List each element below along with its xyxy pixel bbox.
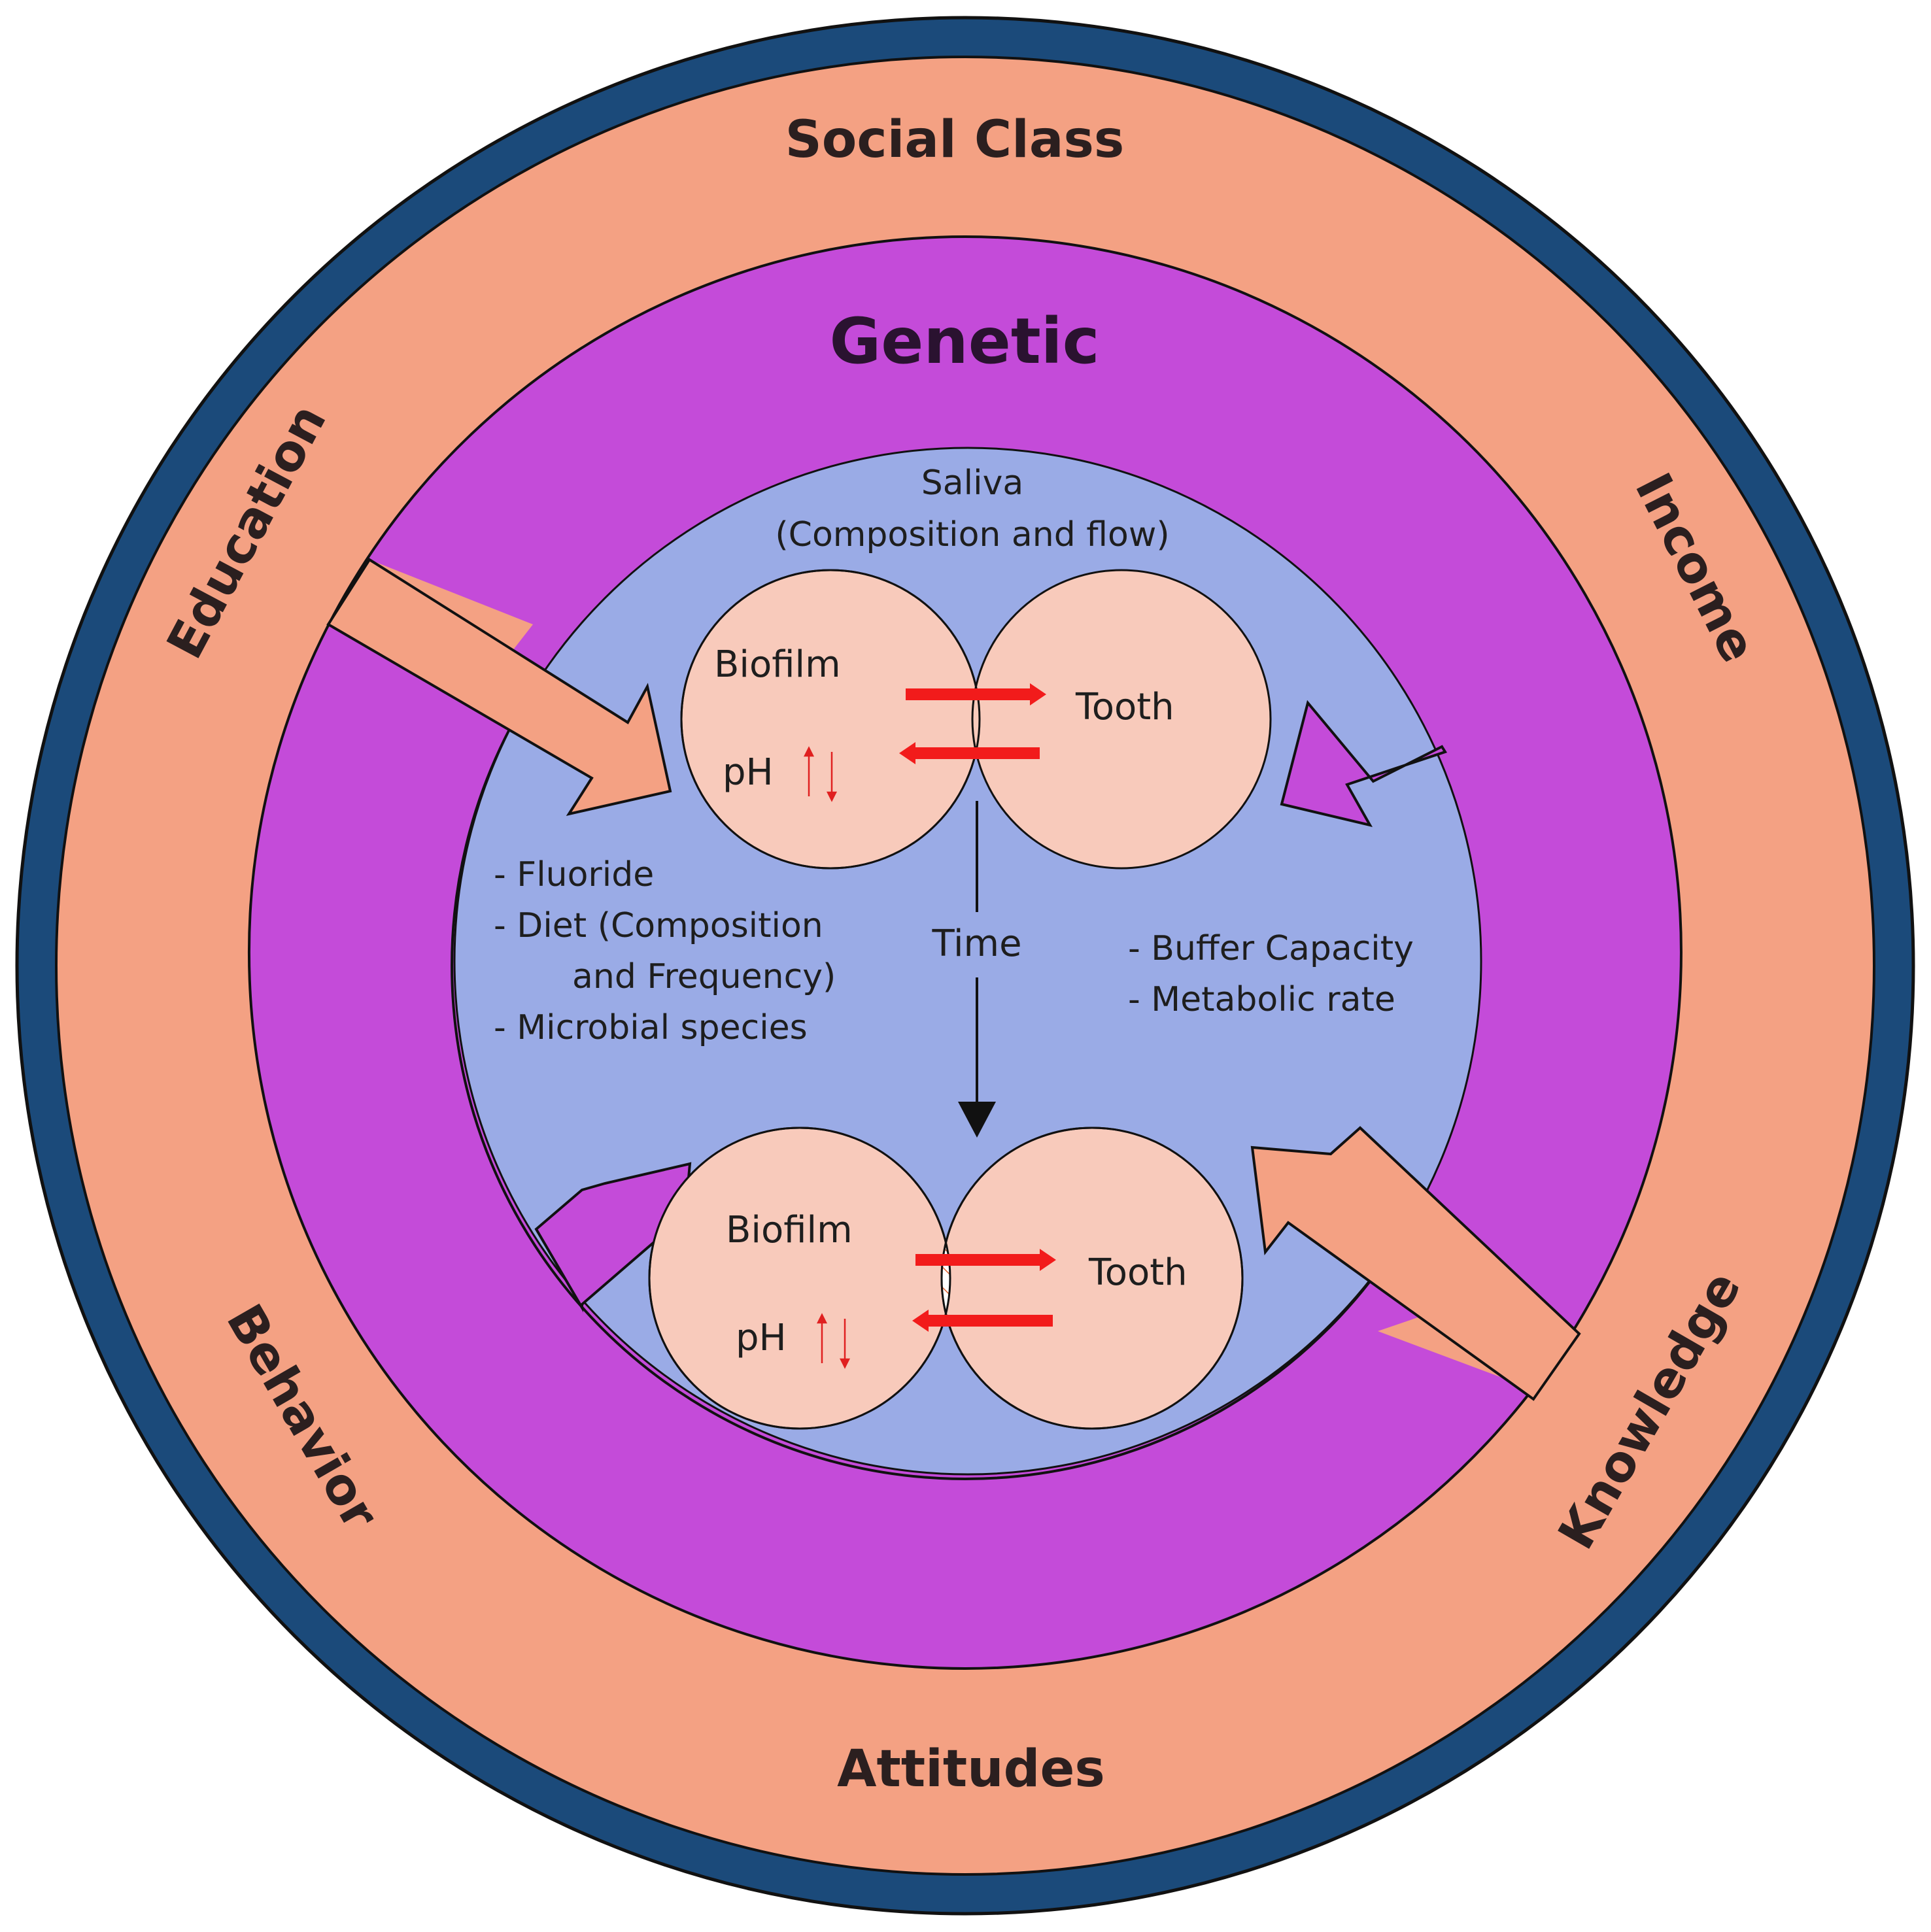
right-factor-buffer: - Buffer Capacity (1128, 929, 1414, 968)
bottom-biofilm-label: Biofilm (726, 1209, 853, 1251)
bottom-biofilm-circle (648, 1127, 951, 1430)
bottom-ph-label: pH (736, 1317, 787, 1359)
top-ph-updown-icon (803, 746, 838, 802)
label-genetic: Genetic (829, 305, 1099, 378)
genetic-arrow-upper-right (1280, 700, 1448, 828)
time-arrow (958, 801, 996, 1138)
bottom-tooth-label: Tooth (1088, 1251, 1188, 1294)
top-tooth-label: Tooth (1075, 686, 1174, 728)
top-ph-label: pH (723, 751, 774, 794)
time-label: Time (931, 923, 1021, 965)
top-tooth-circle (971, 569, 1272, 870)
bottom-ph-updown-icon (816, 1313, 851, 1369)
knowledge-arrow (1250, 1126, 1581, 1401)
left-factor-diet: - Diet (Composition (494, 906, 823, 945)
left-factor-fluoride: - Fluoride (494, 855, 654, 894)
label-saliva-subtitle: (Composition and flow) (775, 515, 1169, 554)
bottom-exchange-arrows (912, 1249, 1056, 1332)
label-saliva: Saliva (921, 464, 1023, 503)
label-attitudes: Attitudes (837, 1740, 1105, 1799)
top-exchange-arrows (899, 683, 1046, 764)
right-factor-metabolic: - Metabolic rate (1128, 980, 1395, 1019)
left-factor-microbial: - Microbial species (494, 1008, 808, 1047)
label-social-class: Social Class (785, 110, 1125, 169)
education-arrow (326, 558, 672, 817)
left-factor-diet-cont: and Frequency) (572, 957, 836, 996)
top-biofilm-circle (680, 569, 981, 870)
top-biofilm-label: Biofilm (714, 643, 841, 686)
